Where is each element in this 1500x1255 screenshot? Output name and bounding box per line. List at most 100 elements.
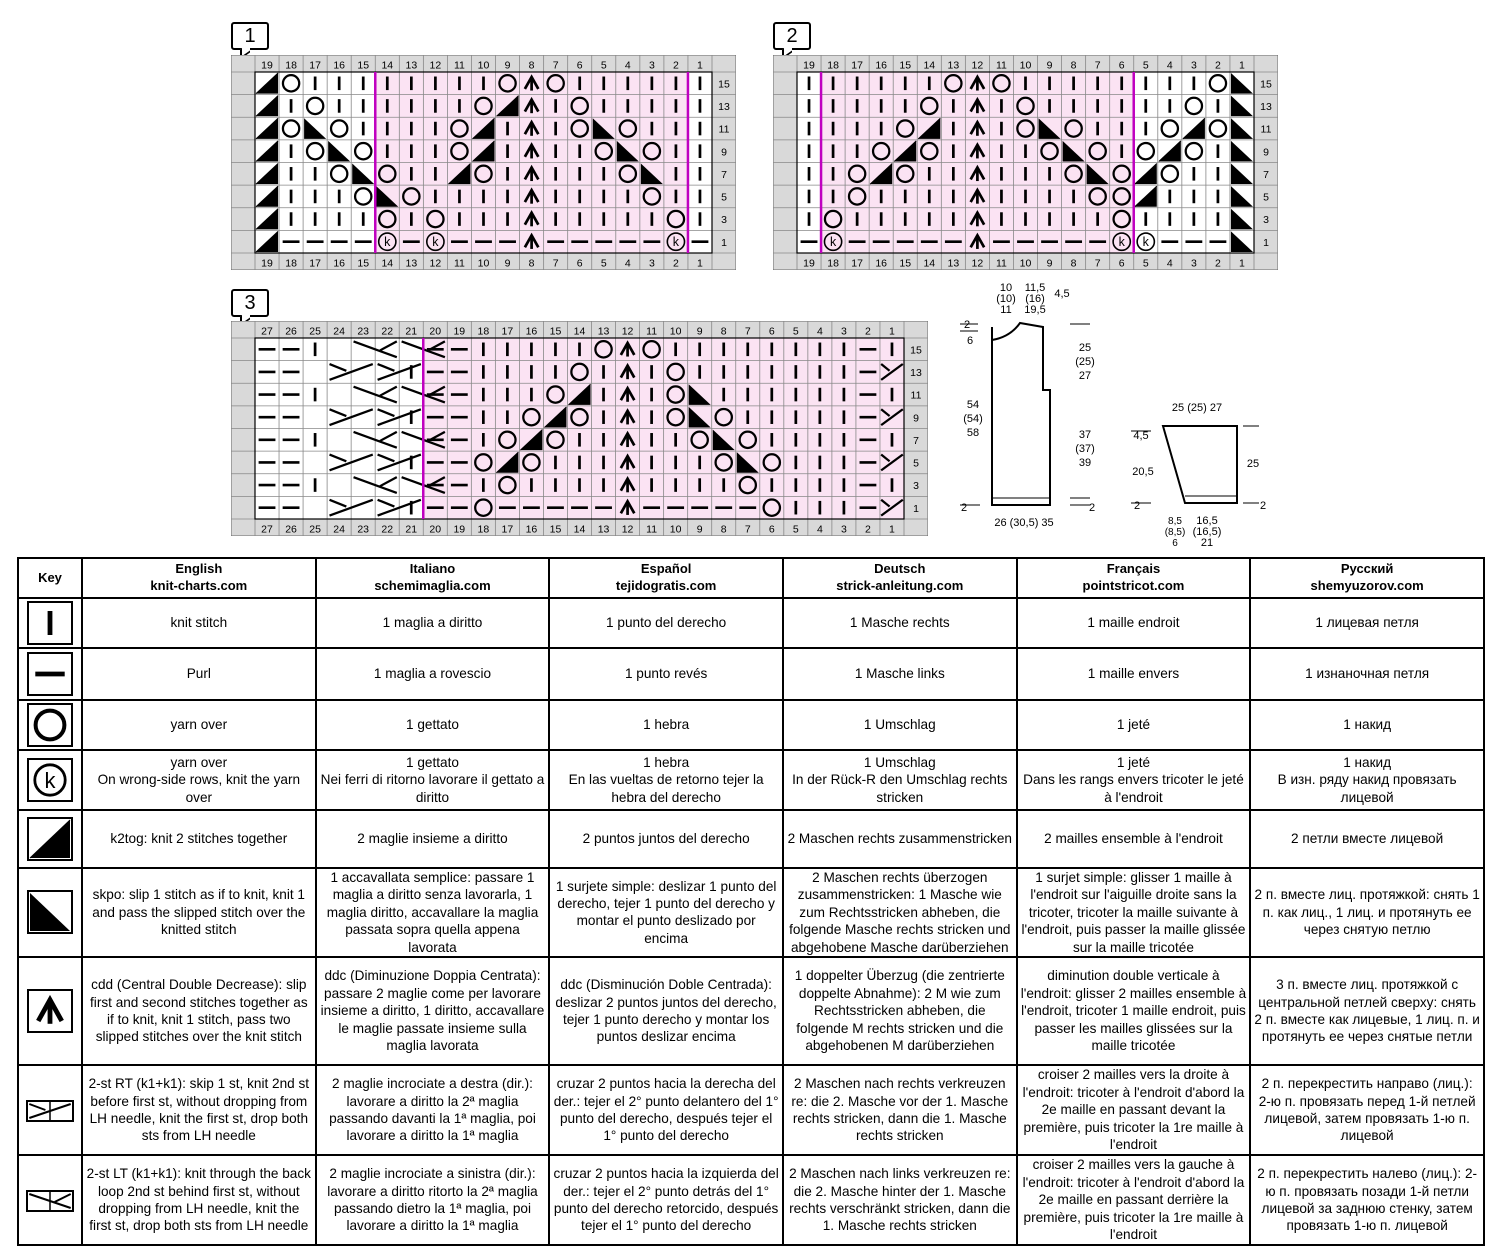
column-number: 7	[553, 59, 559, 71]
body-neck-bottom: 6	[967, 335, 973, 347]
yo-symbol	[594, 141, 614, 161]
k2tog-symbol	[496, 95, 519, 117]
column-number: 20	[429, 523, 441, 535]
column-number: 16	[875, 59, 887, 71]
key-description: 1 Masche rechts	[781, 597, 1018, 649]
yo-symbol	[738, 475, 758, 495]
key-text-line: 1 изнаночная петля	[1305, 666, 1430, 682]
yo-symbol	[762, 498, 782, 517]
chart-row	[258, 498, 904, 517]
column-number: 8	[529, 257, 535, 269]
key-text-line: 2-st RT (k1+k1): skip 1 st, knit 2nd st …	[88, 1076, 310, 1144]
body-side-lower-a: 37	[1079, 429, 1091, 441]
key-description: 2 п. вместе лиц. протяжкой: снять 1 п. к…	[1249, 867, 1485, 958]
svg-text:k: k	[1119, 235, 1126, 249]
column-number: 19	[453, 523, 465, 535]
column-number: 10	[1020, 257, 1032, 269]
k2tog-symbol	[255, 72, 279, 94]
yo-symbol	[1064, 164, 1083, 184]
column-number: 7	[1095, 257, 1101, 269]
column-number: 25	[309, 325, 321, 337]
sleeve-hem-left: 2	[1134, 500, 1140, 512]
k2tog-symbol	[1182, 117, 1206, 140]
key-description: 1 лицевая петля	[1249, 597, 1485, 649]
column-number: 2	[865, 325, 871, 337]
k2tog-symbol	[472, 140, 495, 162]
cdd-symbol	[619, 362, 636, 380]
key-text-line: 1 maglia a rovescio	[373, 666, 492, 682]
lt-symbol	[353, 430, 398, 449]
row-number: 1	[913, 503, 919, 515]
rt-symbol	[329, 453, 374, 472]
yo-symbol	[666, 209, 686, 229]
column-number: 4	[625, 257, 631, 269]
k2tog-symbol	[869, 163, 893, 185]
svg-text:k: k	[384, 235, 391, 249]
row-number: 11	[719, 124, 730, 136]
column-number: 9	[505, 257, 511, 269]
body-armhole-c: 27	[1079, 370, 1091, 382]
chart-2-label: 2	[773, 22, 811, 50]
column-number: 13	[947, 257, 959, 269]
key-symbol-cell	[17, 597, 83, 649]
column-number: 4	[817, 325, 823, 337]
column-number: 6	[577, 257, 583, 269]
column-number: 14	[923, 257, 935, 269]
chart-row	[258, 451, 904, 474]
key-text-line: ddc (Disminución Doble Centrada): desliz…	[555, 977, 777, 1045]
cdd-symbol	[969, 164, 986, 182]
key-description: skpo: slip 1 stitch as if to knit, knit …	[81, 867, 317, 958]
key-text-line: 1 Umschlag	[863, 717, 936, 733]
key-text-line: В изн. ряду накид провязать лицевой	[1277, 772, 1457, 805]
key-text-line: 2 maglie incrociate a sinistra (dir.): l…	[327, 1166, 538, 1234]
column-number: 9	[505, 59, 511, 71]
key-text-line: 2 п. вместе лиц. протяжкой: снять 1 п. к…	[1254, 887, 1480, 938]
key-text-line: 1 jeté	[1116, 754, 1151, 770]
yo-symbol	[1088, 187, 1107, 206]
key-text-line: yarn over	[170, 754, 228, 770]
key-text-line: knit stitch	[170, 615, 228, 631]
yo-symbol	[666, 385, 685, 404]
chart-1: 1122334455667788991010111112121313141415…	[231, 55, 736, 270]
yo-symbol	[1112, 209, 1131, 229]
yo-symbol	[738, 430, 758, 450]
yo-symbol	[1136, 141, 1156, 161]
cdd-symbol	[619, 430, 636, 448]
column-number: 15	[899, 257, 911, 269]
row-number: 5	[1263, 192, 1269, 204]
chart-row	[255, 163, 702, 185]
body-width-top-2b: (16)	[1025, 293, 1045, 305]
key-description: cdd (Central Double Decrease): slip firs…	[81, 955, 317, 1066]
yo-symbol	[378, 209, 397, 229]
column-number: 1	[1239, 59, 1245, 71]
chart-row	[255, 208, 702, 230]
yo-symbol	[498, 430, 517, 450]
key-text-line: croiser 2 mailles vers la gauche à l'end…	[1022, 1157, 1245, 1243]
key-text-line: skpo: slip 1 stitch as if to knit, knit …	[92, 887, 306, 938]
lt-symbol	[353, 476, 398, 495]
key-description: 1 jeté	[1015, 699, 1252, 751]
column-number: 19	[803, 257, 815, 269]
k2tog-symbol	[917, 117, 941, 140]
column-number: 10	[478, 257, 490, 269]
cdd-symbol	[619, 408, 636, 425]
key-text-line: 1 Masche links	[854, 666, 945, 682]
yo-symbol	[642, 187, 662, 206]
column-number: 13	[947, 59, 959, 71]
column-number: 11	[454, 59, 465, 71]
column-number: 17	[851, 59, 863, 71]
yo-symbol	[474, 96, 493, 116]
row-number: 1	[721, 237, 727, 249]
chart-row	[807, 163, 1253, 185]
column-number: 17	[309, 59, 321, 71]
sleeve-length: 20,5	[1132, 466, 1153, 478]
column-number: 20	[429, 325, 441, 337]
column-number: 7	[1095, 59, 1101, 71]
column-number: 16	[333, 59, 345, 71]
yo-symbol	[714, 407, 733, 427]
